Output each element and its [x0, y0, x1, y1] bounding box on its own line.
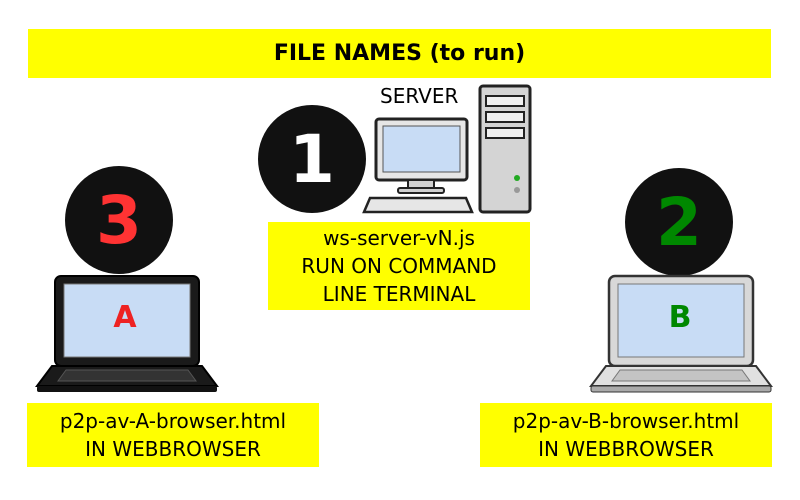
- client-a-file-name: p2p-av-A-browser.html: [59, 409, 287, 433]
- step-2-badge: 2: [625, 168, 733, 276]
- client-b-instruction-box: p2p-av-B-browser.html IN WEBBROWSER: [480, 403, 772, 467]
- server-instruction-box: ws-server-vN.js RUN ON COMMAND LINE TERM…: [268, 222, 530, 310]
- server-instruction-line1: RUN ON COMMAND: [301, 254, 497, 278]
- server-label: SERVER: [380, 84, 459, 108]
- laptop-a-letter: A: [113, 299, 137, 335]
- server-file-name: ws-server-vN.js: [323, 226, 475, 250]
- step-3-badge: 3: [65, 166, 173, 274]
- step-1-badge: 1: [258, 105, 366, 213]
- title-banner: FILE NAMES (to run): [28, 29, 771, 78]
- title-text: FILE NAMES (to run): [273, 41, 526, 66]
- client-b-instruction: IN WEBBROWSER: [538, 437, 714, 461]
- client-b-file-name: p2p-av-B-browser.html: [512, 409, 740, 433]
- client-a-instruction: IN WEBBROWSER: [85, 437, 261, 461]
- client-a-instruction-box: p2p-av-A-browser.html IN WEBBROWSER: [27, 403, 319, 467]
- server-instruction-line2: LINE TERMINAL: [322, 282, 476, 306]
- laptop-b-letter: B: [668, 299, 692, 335]
